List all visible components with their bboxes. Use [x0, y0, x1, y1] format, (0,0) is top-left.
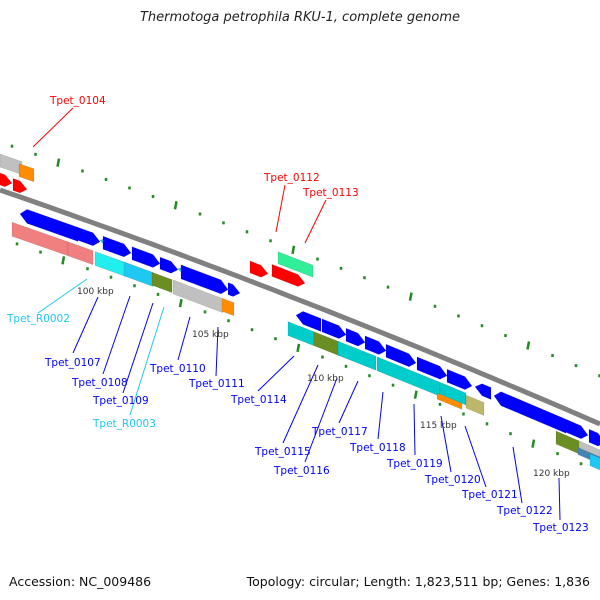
gene-feature[interactable]	[19, 209, 79, 242]
locus-label[interactable]: Tpet_0117	[311, 426, 368, 438]
locus-label[interactable]: Tpet_0119	[386, 458, 443, 470]
leader-line	[122, 302, 154, 394]
gene-feature[interactable]	[249, 260, 269, 278]
leader-line	[215, 326, 219, 377]
gene-feature[interactable]	[465, 394, 485, 416]
gene-feature[interactable]	[589, 453, 600, 473]
gene-feature[interactable]	[18, 163, 35, 183]
gene-feature[interactable]	[364, 335, 387, 355]
locus-label[interactable]: Tpet_0112	[263, 172, 320, 184]
gene-feature[interactable]	[295, 311, 322, 332]
leader-line	[338, 380, 359, 424]
gene-feature[interactable]	[227, 282, 241, 297]
scale-tick	[173, 200, 178, 210]
locus-label[interactable]: Tpet_0114	[230, 394, 287, 406]
gene-feature[interactable]	[271, 263, 306, 287]
gene-feature[interactable]	[436, 392, 463, 410]
gene-feature[interactable]	[159, 256, 179, 274]
scale-tick	[413, 390, 418, 399]
gene-feature[interactable]	[578, 440, 600, 459]
scale-tick	[61, 256, 66, 265]
locus-label[interactable]: Tpet_0108	[71, 377, 128, 389]
gene-feature[interactable]	[337, 340, 377, 371]
locus-label[interactable]: Tpet_0115	[254, 446, 311, 458]
scale-label: 105 kbp	[192, 330, 229, 340]
locus-label[interactable]: Tpet_0113	[302, 187, 359, 199]
gene-feature[interactable]	[131, 246, 161, 268]
gene-feature[interactable]	[172, 279, 224, 314]
leader-line	[304, 199, 327, 244]
leader-line	[257, 355, 295, 392]
leader-line	[177, 316, 191, 361]
gene-feature[interactable]	[416, 356, 448, 380]
leader-line	[440, 415, 452, 473]
map-title: Thermotoga petrophila RKU-1, complete ge…	[139, 10, 461, 25]
scale-label: 120 kbp	[533, 469, 570, 479]
scale-tick	[291, 245, 296, 255]
leader-line	[32, 107, 74, 148]
gene-feature[interactable]	[123, 261, 154, 287]
gene-feature[interactable]	[180, 264, 229, 295]
gene-feature[interactable]	[493, 391, 567, 434]
scale-tick	[408, 292, 413, 301]
genome-summary: Topology: circular; Length: 1,823,511 bp…	[246, 574, 590, 589]
leader-line	[377, 391, 384, 440]
leader-line	[72, 296, 99, 354]
scale-label: 110 kbp	[307, 374, 344, 384]
accession: Accession: NC_009486	[9, 574, 152, 589]
locus-label[interactable]: Tpet_R0003	[92, 418, 156, 430]
gene-feature[interactable]	[446, 368, 473, 390]
locus-label[interactable]: Tpet_0122	[496, 505, 553, 517]
gene-feature[interactable]	[321, 318, 347, 339]
locus-label[interactable]: Tpet_0111	[188, 378, 245, 390]
locus-label[interactable]: Tpet_R0002	[6, 313, 70, 325]
leader-line	[129, 306, 165, 416]
gene-feature[interactable]	[588, 428, 600, 447]
locus-label[interactable]: Tpet_0123	[532, 522, 589, 534]
locus-label[interactable]: Tpet_0120	[424, 474, 481, 486]
gene-feature[interactable]	[221, 297, 235, 317]
gene-feature[interactable]	[345, 327, 366, 347]
locus-label[interactable]: Tpet_0107	[44, 357, 101, 369]
leader-line	[275, 184, 286, 233]
scale-tick	[526, 341, 531, 350]
gene-feature[interactable]	[102, 235, 132, 258]
leader-line	[413, 403, 416, 456]
scale-tick	[531, 439, 536, 448]
gene-feature[interactable]	[277, 251, 314, 278]
scale-tick	[178, 298, 183, 308]
leader-line	[512, 446, 523, 504]
leader-line	[558, 477, 561, 521]
gene-feature[interactable]	[0, 172, 13, 188]
gene-feature[interactable]	[313, 331, 341, 357]
scale-label: 100 kbp	[77, 287, 114, 297]
locus-label[interactable]: Tpet_0118	[349, 442, 406, 454]
locus-label[interactable]: Tpet_0110	[149, 363, 206, 375]
leader-line	[102, 295, 131, 375]
gene-feature[interactable]	[151, 271, 173, 294]
leader-line	[282, 364, 319, 444]
gene-feature[interactable]	[94, 251, 126, 277]
gene-feature[interactable]	[385, 343, 417, 368]
scale-tick	[296, 343, 301, 353]
genome-backbone	[0, 187, 600, 427]
scale-label: 115 kbp	[420, 421, 457, 431]
locus-label[interactable]: Tpet_0109	[92, 395, 149, 407]
locus-label[interactable]: Tpet_0116	[273, 465, 330, 477]
gene-feature[interactable]	[12, 178, 28, 194]
gene-feature[interactable]	[77, 226, 101, 247]
leader-line	[37, 278, 88, 314]
locus-label[interactable]: Tpet_0104	[49, 95, 106, 107]
locus-label[interactable]: Tpet_0121	[461, 489, 518, 501]
leader-line	[304, 377, 338, 463]
gene-feature[interactable]	[565, 418, 589, 440]
gene-feature[interactable]	[474, 383, 492, 400]
scale-tick	[56, 158, 61, 167]
leader-line	[464, 425, 487, 488]
gene-feature[interactable]	[67, 241, 94, 266]
